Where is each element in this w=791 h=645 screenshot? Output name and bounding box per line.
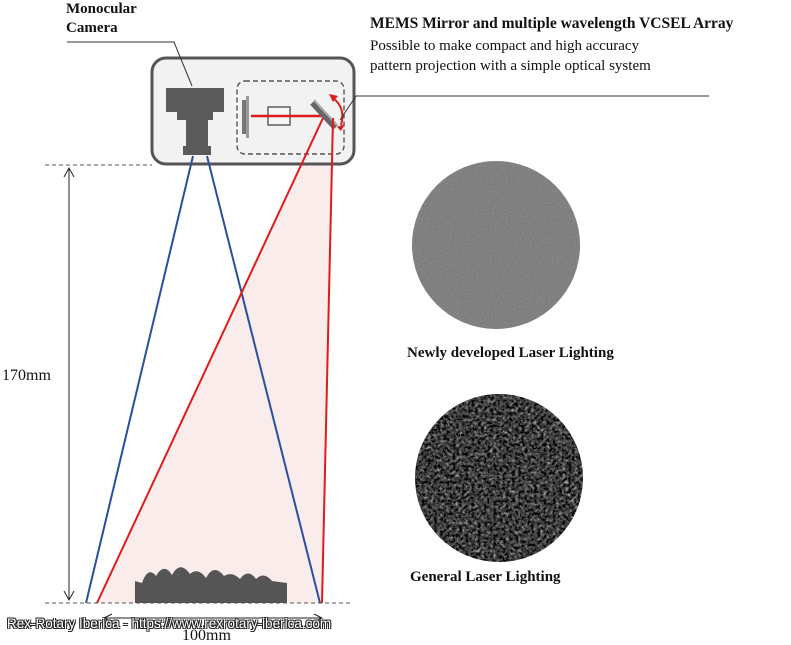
watermark-text: Rex-Rotary Iberica - https://www.rexrota… [7,616,332,631]
width-dimension-arrow [102,613,324,623]
mirror-rotation-arrow [332,97,344,126]
measured-object [135,567,287,603]
projection-area [97,118,333,603]
width-dimension-label: 100mm [182,627,231,644]
laser-ray-right [321,117,334,604]
vcsel-array-icon [242,96,249,138]
general-lighting-caption: General Laser Lighting [410,569,561,585]
camera-ray-right [206,155,321,604]
rotation-arrowhead-top [329,94,338,102]
camera-leader-line [67,41,193,87]
mems-description: Possible to make compact and high accura… [370,36,651,76]
mems-mirror-icon [310,99,339,130]
mems-desc-line2: pattern projection with a simple optical… [370,58,651,74]
speckle-image-general [415,394,583,562]
camera-title-line2: Camera [66,20,118,36]
speckle-image-new [412,161,580,329]
height-dimension-label: 170mm [2,367,51,384]
camera-title: Monocular Camera [66,0,137,38]
camera-title-line1: Monocular [66,1,137,17]
optical-module-box [236,80,345,155]
camera-ray-left [85,155,194,604]
camera-icon [166,88,224,155]
mems-leader-line [339,95,709,121]
new-lighting-caption: Newly developed Laser Lighting [407,345,614,361]
rotation-arrowhead-bottom [337,124,345,131]
laser-ray-left [96,117,324,604]
mems-desc-line1: Possible to make compact and high accura… [370,38,640,54]
mems-title: MEMS Mirror and multiple wavelength VCSE… [370,15,734,32]
height-dimension-arrow [63,166,75,602]
